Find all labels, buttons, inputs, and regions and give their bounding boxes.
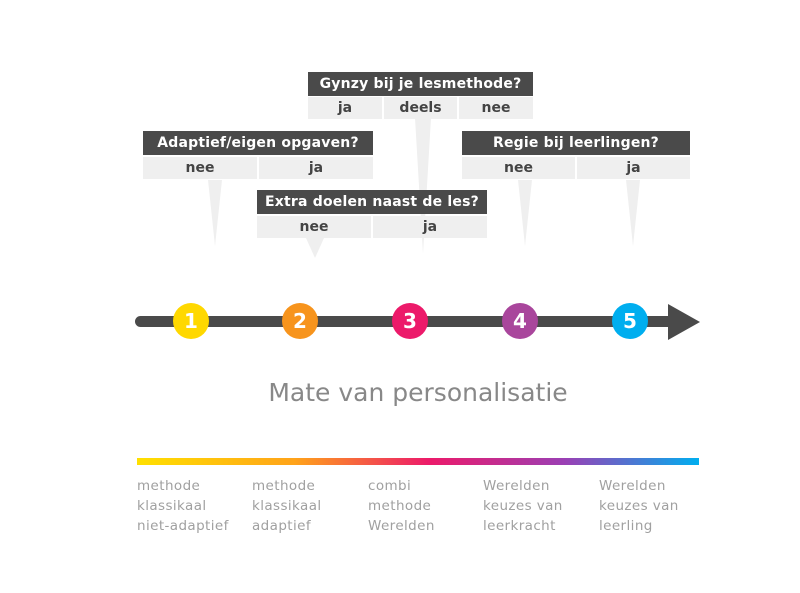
level-1-circle: 1 [173,303,209,339]
level-3-circle: 3 [392,303,428,339]
level-5-description: Werelden keuzes van leerling [599,476,679,536]
axis-title: Mate van personalisatie [268,378,568,407]
description-line: klassikaal [137,498,207,514]
description-line: Werelden [368,518,435,534]
question-adaptief-title: Adaptief/eigen opgaven? [143,131,373,155]
pointer-gynzy-deels [415,118,431,254]
description-line: methode [137,478,201,494]
answer-adaptief-nee: nee [143,157,257,179]
description-line: Werelden [599,478,666,494]
pointer-adaptief-nee [208,180,222,246]
answer-gynzy-nee: nee [459,97,533,119]
description-line: keuzes van [599,498,679,514]
question-extra-title: Extra doelen naast de les? [257,190,487,214]
description-line: methode [368,498,432,514]
pointer-extra-nee [306,238,324,258]
answer-regie-ja: ja [577,157,690,179]
answer-gynzy-ja: ja [308,97,382,119]
description-line: leerkracht [483,518,556,534]
answer-extra-nee: nee [257,216,371,238]
answer-extra-ja: ja [373,216,487,238]
description-line: methode [252,478,316,494]
level-4-description: Werelden keuzes van leerkracht [483,476,563,536]
axis-arrow-head-icon [668,304,700,340]
level-5-circle: 5 [612,303,648,339]
answer-gynzy-deels: deels [384,97,457,119]
level-4-circle: 4 [502,303,538,339]
description-line: keuzes van [483,498,563,514]
question-gynzy-title: Gynzy bij je lesmethode? [308,72,533,96]
pointer-regie-ja [626,180,640,246]
description-line: niet-adaptief [137,518,229,534]
question-regie-title: Regie bij leerlingen? [462,131,690,155]
answer-regie-nee: nee [462,157,575,179]
description-line: leerling [599,518,653,534]
personalisation-spectrum-bar [137,458,699,465]
pointer-regie-nee [518,180,532,246]
level-2-description: methode klassikaal adaptief [252,476,322,536]
level-2-circle: 2 [282,303,318,339]
description-line: Werelden [483,478,550,494]
level-1-description: methode klassikaal niet-adaptief [137,476,229,536]
level-3-description: combi methode Werelden [368,476,435,536]
answer-adaptief-ja: ja [259,157,373,179]
description-line: adaptief [252,518,311,534]
description-line: combi [368,478,412,494]
description-line: klassikaal [252,498,322,514]
